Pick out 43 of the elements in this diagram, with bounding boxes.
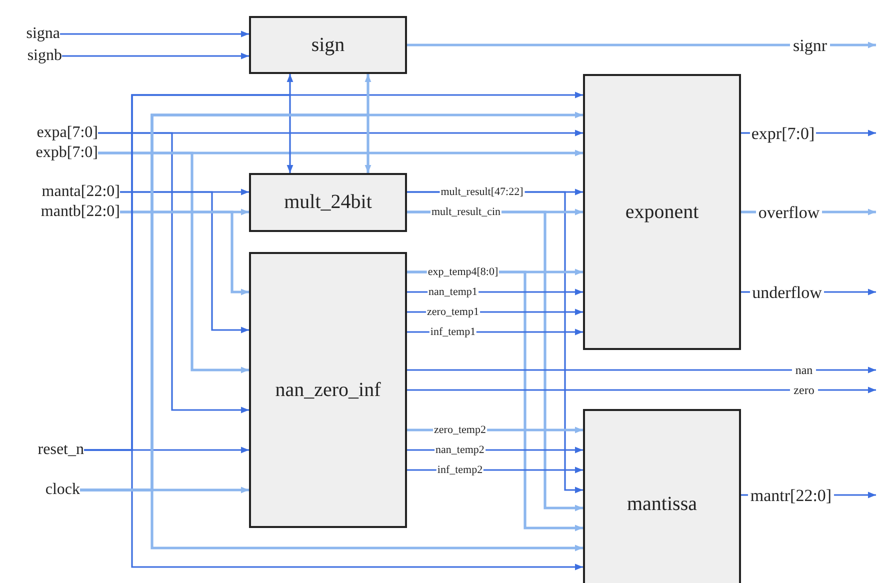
signal-wire — [407, 389, 790, 391]
port-label: underflow — [750, 283, 824, 301]
signal-wire — [830, 42, 876, 48]
signal-label: mult_result_cin — [430, 206, 502, 218]
signal-wire — [98, 132, 249, 414]
signal-label: zero_temp1 — [426, 306, 480, 318]
signal-wire — [60, 30, 249, 38]
signal-wire — [120, 191, 249, 334]
signal-wire — [741, 494, 748, 496]
module-name: nan_zero_inf — [275, 378, 381, 402]
port-label: overflow — [756, 203, 822, 221]
signal-wire — [84, 449, 583, 570]
module-box — [249, 16, 407, 74]
signal-wire — [816, 366, 876, 374]
module-name: exponent — [625, 200, 699, 224]
module-name: mult_24bit — [284, 191, 372, 214]
signal-wire — [824, 288, 876, 296]
signal-wire — [98, 152, 249, 374]
port-label: expr[7:0] — [750, 124, 816, 142]
signal-wire — [741, 291, 750, 293]
signal-label: zero_temp2 — [433, 424, 487, 436]
signal-wire — [407, 369, 792, 371]
signal-wire — [120, 210, 249, 296]
signal-wire — [407, 44, 790, 46]
signal-label: exp_temp4[8:0] — [426, 266, 500, 278]
signal-wire — [741, 132, 750, 134]
signal-label: mult_result[47:22] — [440, 186, 524, 198]
module-box — [583, 409, 741, 583]
module-box — [249, 173, 407, 232]
signal-label: nan_temp1 — [428, 286, 478, 298]
signal-label: inf_temp1 — [429, 326, 477, 338]
signal-wire — [62, 52, 249, 60]
signal-wire — [822, 208, 876, 216]
signal-wire — [834, 492, 876, 498]
module-name: mantissa — [627, 492, 697, 516]
signal-label: nan_temp2 — [434, 444, 486, 456]
module-box — [249, 252, 407, 528]
signal-wire — [818, 386, 876, 394]
module-box — [583, 74, 741, 350]
module-name: sign — [311, 34, 345, 56]
signal-wire — [816, 130, 876, 136]
signal-wire — [741, 210, 756, 214]
signal-label: inf_temp2 — [436, 464, 484, 476]
